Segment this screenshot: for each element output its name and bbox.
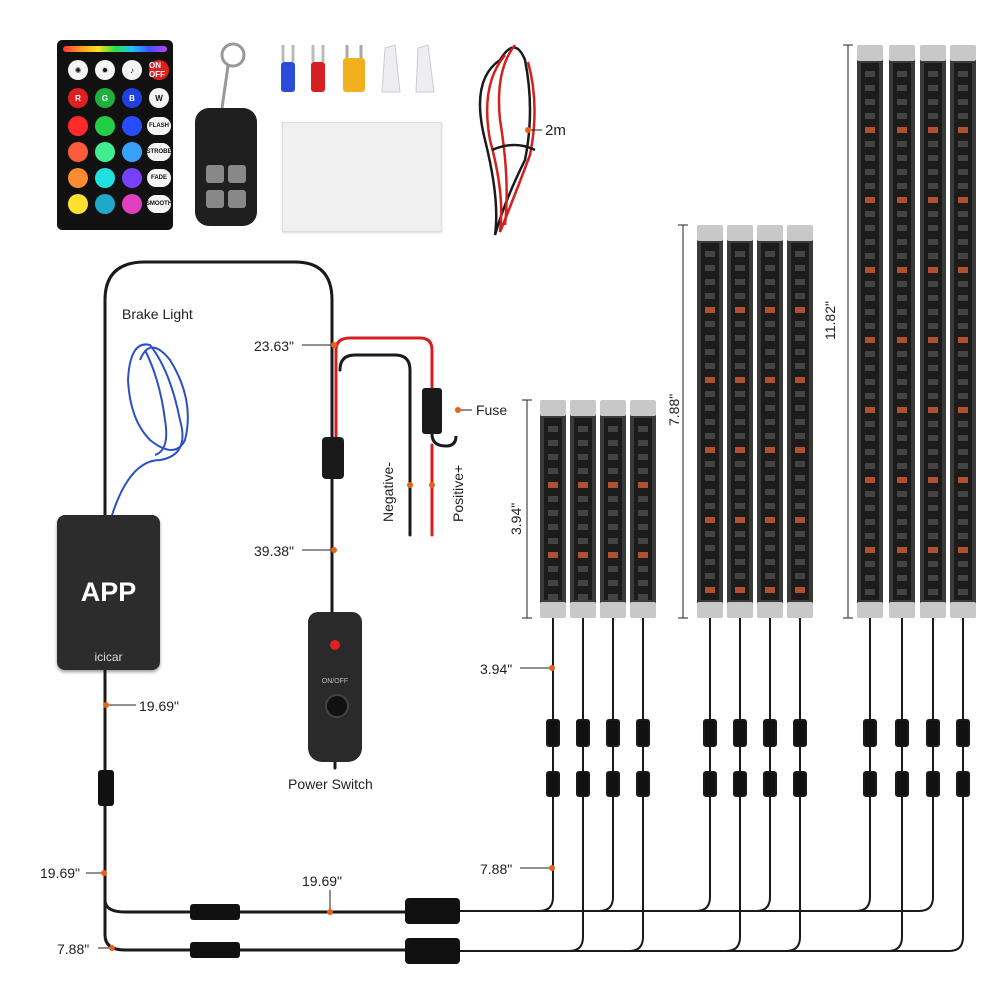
led-strip-short bbox=[540, 400, 566, 618]
remote-button: G bbox=[95, 88, 115, 108]
strip-connector bbox=[763, 719, 777, 747]
strip-connector bbox=[895, 771, 909, 797]
remote-button bbox=[68, 142, 88, 162]
dim-lower-branch: 7.88" bbox=[57, 941, 90, 957]
remote-button bbox=[122, 142, 142, 162]
strip-connector bbox=[606, 719, 620, 747]
remote-button bbox=[95, 168, 115, 188]
strip-connector bbox=[956, 771, 970, 797]
strip-connector bbox=[636, 771, 650, 797]
key-fob bbox=[195, 42, 257, 226]
remote-button: W bbox=[149, 88, 169, 108]
negative-label: Negative- bbox=[380, 462, 396, 522]
remote-mode-button: FLASH bbox=[147, 117, 171, 135]
strip-connector bbox=[763, 771, 777, 797]
led-strip-short bbox=[600, 400, 626, 618]
app-label: APP bbox=[80, 577, 137, 607]
dim-strip-mid: 7.88" bbox=[666, 393, 682, 426]
extension-cable-coil bbox=[478, 44, 536, 236]
wire-connector bbox=[322, 437, 344, 479]
strip-connector bbox=[576, 719, 590, 747]
dim-strip-lead: 3.94" bbox=[480, 661, 513, 677]
remote-button bbox=[68, 168, 88, 188]
remote-mode-button: FADE bbox=[147, 169, 171, 187]
switch-text: ON/OFF bbox=[321, 678, 349, 685]
remote-button bbox=[95, 116, 115, 136]
strip-connector bbox=[546, 771, 560, 797]
strip-connector bbox=[863, 719, 877, 747]
remote-button: ON OFF bbox=[149, 60, 169, 80]
positive-label: Positive+ bbox=[450, 464, 466, 522]
strip-connector bbox=[703, 771, 717, 797]
remote-button bbox=[122, 194, 142, 214]
remote-button: B bbox=[122, 88, 142, 108]
strip-connector bbox=[863, 771, 877, 797]
strip-connector bbox=[895, 719, 909, 747]
rainbow-bar bbox=[63, 46, 167, 52]
inline-connector-upper bbox=[190, 904, 240, 920]
strip-connector bbox=[703, 719, 717, 747]
led-strip-mid bbox=[697, 225, 723, 618]
dim-upper-branch: 19.69" bbox=[302, 873, 343, 889]
strip-connector bbox=[926, 719, 940, 747]
inline-connector-lower bbox=[190, 942, 240, 958]
fuse-holder bbox=[422, 388, 458, 448]
led-strip-short bbox=[570, 400, 596, 618]
adhesive-sheet bbox=[282, 122, 442, 232]
dim-switch-lower: 39.38" bbox=[254, 543, 295, 559]
dim-strip-long: 11.82" bbox=[822, 301, 838, 340]
terminal-connectors bbox=[281, 44, 435, 93]
remote-mode-button: STROBE bbox=[147, 143, 172, 161]
strip-connector bbox=[956, 719, 970, 747]
power-switch: ON/OFF bbox=[308, 612, 362, 762]
power-led-icon bbox=[330, 640, 340, 650]
strip-connector bbox=[733, 771, 747, 797]
fuse-label: Fuse bbox=[476, 402, 508, 418]
strip-connector bbox=[793, 771, 807, 797]
dim-strip-short: 3.94" bbox=[508, 502, 524, 535]
dim-strip-extension: 7.88" bbox=[480, 861, 513, 877]
led-strip-short bbox=[630, 400, 656, 618]
app-box-connector bbox=[98, 770, 114, 806]
remote-button bbox=[95, 194, 115, 214]
remote-button: R bbox=[68, 88, 88, 108]
brake-light-label: Brake Light bbox=[122, 306, 193, 322]
remote-mode-button: SMOOTH bbox=[146, 195, 172, 213]
led-strip-long bbox=[857, 45, 883, 618]
strip-connector bbox=[926, 771, 940, 797]
splitter-hub-lower bbox=[405, 938, 460, 964]
strip-connector bbox=[546, 719, 560, 747]
remote-button bbox=[68, 116, 88, 136]
dim-main-trunk: 19.69" bbox=[40, 865, 81, 881]
dim-switch-upper: 23.63" bbox=[254, 338, 295, 354]
remote-button: ♪ bbox=[122, 60, 142, 80]
remote-button bbox=[122, 116, 142, 136]
led-strip-long bbox=[920, 45, 946, 618]
remote-button bbox=[68, 194, 88, 214]
switch-button-icon bbox=[325, 694, 349, 718]
remote-button: ✹ bbox=[95, 60, 115, 80]
strip-connector bbox=[576, 771, 590, 797]
led-strip-mid bbox=[727, 225, 753, 618]
remote-button: ✺ bbox=[68, 60, 88, 80]
led-strip-mid bbox=[757, 225, 783, 618]
brake-light-wire bbox=[111, 343, 189, 516]
cable-length-label: 2m bbox=[545, 122, 566, 139]
strip-connector bbox=[636, 719, 650, 747]
led-strip-long bbox=[950, 45, 976, 618]
power-switch-label: Power Switch bbox=[288, 776, 373, 792]
remote-button bbox=[122, 168, 142, 188]
led-strip-mid bbox=[787, 225, 813, 618]
remote-button bbox=[95, 142, 115, 162]
app-control-box: APP icicar bbox=[57, 515, 160, 670]
strip-connector bbox=[793, 719, 807, 747]
brand-label: icicar bbox=[94, 650, 123, 664]
splitter-hub-upper bbox=[405, 898, 460, 924]
led-strip-long bbox=[889, 45, 915, 618]
dim-app-box: 19.69" bbox=[139, 698, 180, 714]
strip-connector bbox=[606, 771, 620, 797]
strip-connector bbox=[733, 719, 747, 747]
